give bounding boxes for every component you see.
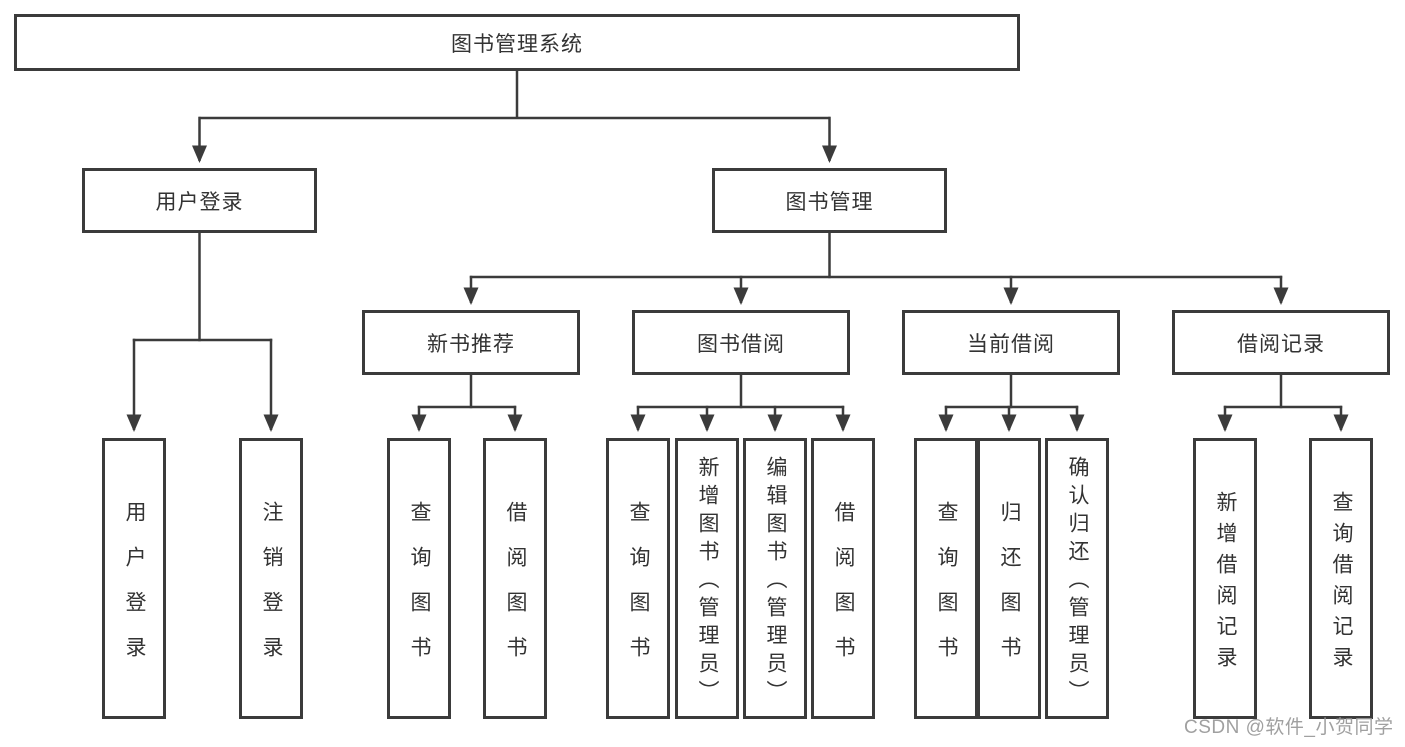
node-book-borrow: 图书借阅 bbox=[632, 310, 850, 375]
node-current-borrow: 当前借阅 bbox=[902, 310, 1120, 375]
leaf-user-login: 用户登录 bbox=[102, 438, 166, 719]
leaf-return-book: 归还图书 bbox=[977, 438, 1041, 719]
leaf-add-book-admin: 新增图书（管理员） bbox=[675, 438, 739, 719]
leaf-confirm-return-admin: 确认归还（管理员） bbox=[1045, 438, 1109, 719]
csdn-watermark: CSDN @软件_小贺同学 bbox=[1184, 717, 1394, 738]
leaf-add-borrow-record: 新增借阅记录 bbox=[1193, 438, 1257, 719]
connector-borrow-records-to-leaves bbox=[1217, 375, 1349, 433]
leaf-logout-login: 注销登录 bbox=[239, 438, 303, 719]
connector-book-management-to-level3 bbox=[463, 233, 1289, 306]
node-user-login-label: 用户登录 bbox=[155, 190, 244, 214]
connector-root-to-level2 bbox=[192, 71, 837, 164]
node-book-management-label: 图书管理 bbox=[785, 190, 874, 214]
leaf-borrow-books-recommend: 借阅图书 bbox=[483, 438, 547, 719]
node-book-management: 图书管理 bbox=[712, 168, 947, 233]
node-library-system: 图书管理系统 bbox=[14, 14, 1020, 71]
leaf-query-books-borrow: 查询图书 bbox=[606, 438, 670, 719]
node-library-system-label: 图书管理系统 bbox=[451, 32, 583, 56]
connector-current-borrow-to-leaves bbox=[938, 375, 1085, 433]
node-user-login: 用户登录 bbox=[82, 168, 317, 233]
leaf-edit-book-admin: 编辑图书（管理员） bbox=[743, 438, 807, 719]
leaf-borrow-books: 借阅图书 bbox=[811, 438, 875, 719]
leaf-query-books-current: 查询图书 bbox=[914, 438, 978, 719]
connector-book-borrow-to-leaves bbox=[630, 375, 851, 433]
leaf-query-borrow-record: 查询借阅记录 bbox=[1309, 438, 1373, 719]
node-current-borrow-label: 当前借阅 bbox=[967, 332, 1055, 356]
node-new-book-recommend: 新书推荐 bbox=[362, 310, 580, 375]
connector-new-book-to-leaves bbox=[411, 375, 523, 433]
leaf-query-books-recommend: 查询图书 bbox=[387, 438, 451, 719]
node-borrow-records: 借阅记录 bbox=[1172, 310, 1390, 375]
node-new-book-recommend-label: 新书推荐 bbox=[427, 332, 515, 356]
connector-user-login-to-leaves bbox=[126, 233, 279, 433]
node-book-borrow-label: 图书借阅 bbox=[697, 332, 785, 356]
node-borrow-records-label: 借阅记录 bbox=[1237, 332, 1325, 356]
